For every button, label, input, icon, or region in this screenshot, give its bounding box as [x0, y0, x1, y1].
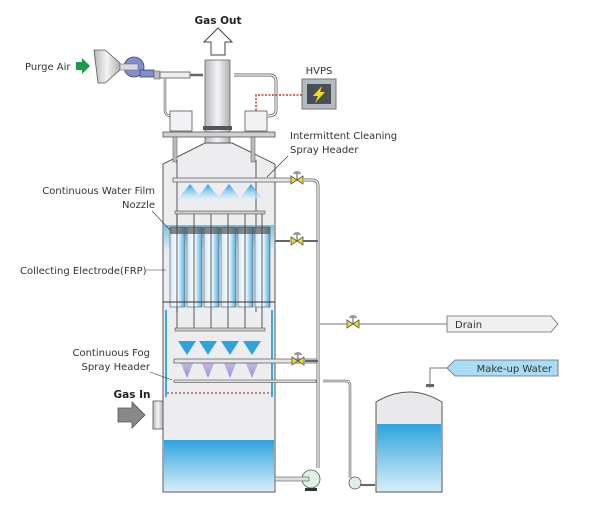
- makeup-water-tag: [446, 359, 559, 377]
- gate-valve-icon[interactable]: [290, 231, 304, 246]
- lightning-icon: [313, 86, 325, 103]
- gas-in-label: Gas In: [114, 389, 151, 401]
- purge-air-label: Purge Air: [25, 62, 71, 73]
- purge-air-arrow-icon: [76, 58, 90, 74]
- hvps-label: HVPS: [306, 66, 333, 77]
- water-film-label-line2: Nozzle: [122, 200, 155, 211]
- hvps-cable: [255, 94, 302, 118]
- drain-label: Drain: [455, 320, 482, 331]
- collecting-electrode-label: Collecting Electrode(FRP): [20, 266, 147, 277]
- tank-water: [377, 424, 441, 491]
- gas-out-label: Gas Out: [194, 15, 241, 27]
- fog-spray-cones: [178, 341, 261, 378]
- insulator-box-left: [169, 110, 193, 132]
- insulator-box-right: [244, 110, 268, 132]
- drain-valve-icon[interactable]: [346, 314, 360, 329]
- purge-air-blower-icon: [119, 56, 155, 78]
- drain-tag: [446, 315, 559, 333]
- recirculation-riser: [303, 178, 320, 468]
- gate-valve-icon[interactable]: [290, 170, 304, 185]
- intermittent-label-line1: Intermittent Cleaning: [290, 131, 397, 142]
- exhaust-stack: [204, 59, 231, 146]
- fog-label-line1: Continuous Fog: [72, 348, 150, 359]
- top-plate: [162, 131, 276, 138]
- makeup-water-label: Make-up Water: [477, 364, 553, 375]
- intermittent-spray-header: [172, 177, 294, 183]
- pump-icon: [348, 476, 375, 490]
- intermittent-label-line2: Spray Header: [290, 145, 359, 156]
- gas-out-arrow-icon: [202, 27, 234, 56]
- pump-icon: [274, 469, 321, 491]
- purge-air-inlet-hood: [93, 49, 121, 84]
- stack-flange: [203, 126, 232, 130]
- intermittent-spray-cones: [178, 184, 263, 199]
- water-film-label-line1: Continuous Water Film: [42, 186, 155, 197]
- collecting-electrode-tubes: [169, 214, 271, 330]
- gas-in-arrow-icon: [117, 401, 146, 429]
- sump-water: [164, 440, 274, 491]
- fog-label-line2: Spray Header: [82, 362, 151, 373]
